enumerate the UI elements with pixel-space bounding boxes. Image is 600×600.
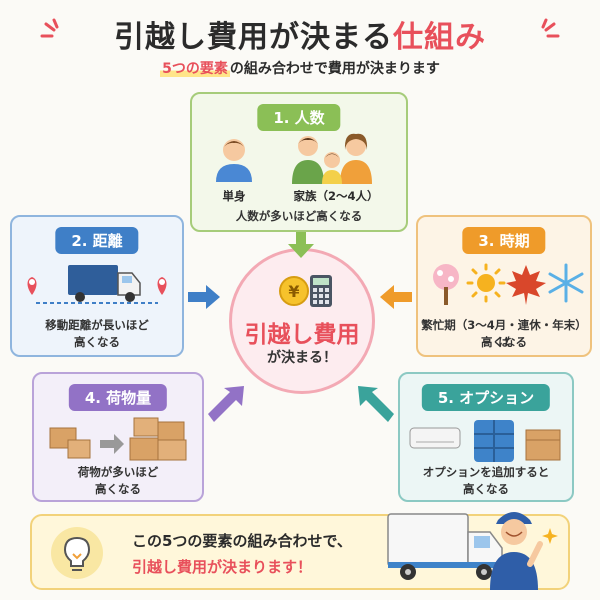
factor-distance: 2. 距離 移動距離が長いほど 高くなる [10, 215, 184, 357]
single-label: 単身 [222, 189, 246, 203]
air-conditioner-icon [409, 427, 461, 449]
page-subtitle: 5つの要素の組み合わせで費用が決まります [0, 58, 600, 78]
arrow-right-distance-icon [188, 285, 220, 309]
cardboard-box-icon [525, 429, 561, 461]
factor-people-label: 1. 人数 [257, 104, 341, 131]
large-boxes-icon [129, 417, 187, 461]
subtitle-highlight: 5つの要素 [160, 61, 230, 77]
light-bulb-icon [51, 527, 103, 579]
sparkle-icon [542, 528, 558, 544]
factor-season: 3. 時期 繁忙期（3〜4月・連休・年末）は 高くなる [416, 215, 592, 357]
small-boxes-icon [49, 427, 91, 459]
center-sub-text: が決まる！ [267, 350, 337, 366]
summary-line-1: この5つの要素の組み合わせで、 [132, 532, 352, 550]
arrow-up-left-options-icon [358, 386, 394, 422]
moving-truck-icon [387, 513, 503, 580]
arrow-down-icon [288, 232, 314, 258]
arrow-right-icon [100, 434, 124, 454]
factor-options-desc-1: オプションを追加すると [422, 465, 550, 479]
factor-volume: 4. 荷物量 荷物が多いほど 高くなる [32, 372, 204, 502]
factor-volume-desc-2: 高くなる [95, 482, 141, 496]
factor-distance-desc-2: 高くなる [74, 335, 120, 349]
factor-distance-label: 2. 距離 [55, 227, 139, 254]
title-main: 引越し費用が決まる [114, 20, 393, 55]
factor-volume-label: 4. 荷物量 [68, 384, 168, 411]
factor-people: 1. 人数 単身 家族（2〜4人） 人数が多いほど高くなる [190, 92, 408, 232]
subtitle-rest: の組み合わせで費用が決まります [229, 61, 440, 77]
center-main-text: 引越し費用 [244, 322, 360, 348]
yen-symbol: ¥ [288, 282, 299, 301]
factor-options: 5. オプション オプションを追加すると 高くなる [398, 372, 574, 502]
option-items-icon [409, 420, 561, 462]
snowflake-icon [548, 263, 584, 303]
factor-season-desc-1: 繁忙期（3〜4月・連休・年末）は [421, 318, 587, 349]
sun-icon [466, 263, 506, 303]
sparkle-left-icon [40, 18, 59, 38]
wrapped-furniture-icon [474, 420, 514, 462]
factor-season-label: 3. 時期 [462, 227, 546, 254]
factor-distance-desc-1: 移動距離が長いほど [45, 318, 149, 332]
maple-leaf-icon [506, 265, 546, 305]
factor-volume-desc-1: 荷物が多いほど [77, 465, 159, 479]
factor-season-desc-2: 高くなる [481, 335, 527, 349]
season-icons [433, 263, 584, 305]
factor-options-label: 5. オプション [421, 384, 551, 411]
sparkle-right-icon [541, 18, 560, 38]
title-accent: 仕組み [393, 20, 486, 55]
family-label: 家族（2〜4人） [293, 189, 379, 203]
yen-calculator-icon: ¥ [279, 275, 332, 307]
truck-route-icon [27, 265, 167, 304]
summary-banner: この5つの要素の組み合わせで、 引越し費用が決まります！ [30, 512, 570, 590]
factor-options-desc-2: 高くなる [463, 482, 509, 496]
summary-line-2: 引越し費用が決まります！ [132, 558, 313, 576]
center-cost-circle: ¥ 引越し費用 が決まる！ [229, 248, 375, 394]
mover-worker-icon [490, 512, 543, 590]
single-person-icon [216, 139, 252, 182]
boxes-increase-icon [49, 417, 187, 461]
cherry-blossom-icon [433, 264, 459, 305]
page-title: 引越し費用が決まる仕組み [0, 12, 600, 56]
factor-people-desc: 人数が多いほど高くなる [235, 209, 363, 223]
arrow-up-right-volume-icon [208, 386, 244, 422]
arrow-left-season-icon [380, 285, 412, 309]
family-icon [292, 133, 372, 184]
